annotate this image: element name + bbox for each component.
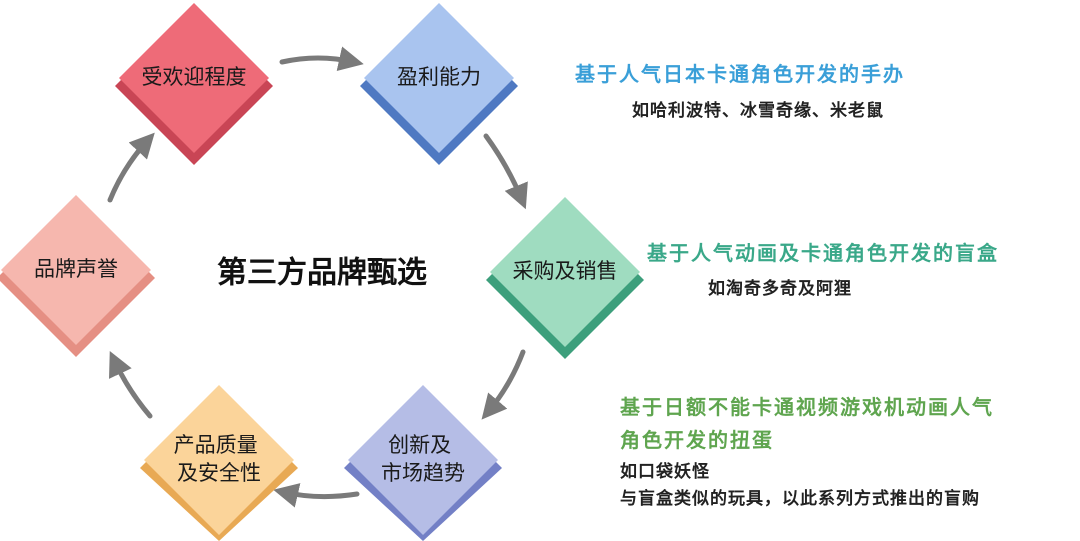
node-quality-safety-diamond (144, 385, 294, 535)
arrow-popularity-to-profitability (279, 46, 364, 71)
node-innovation-trends-label: 创新及 市场趋势 (381, 433, 465, 485)
description-2-detail: 如淘奇多奇及阿狸 (708, 274, 852, 299)
arrow-procurement-to-innovation (481, 349, 526, 420)
description-1-detail: 如哈利波特、冰雪奇缘、米老鼠 (632, 96, 884, 121)
description-2-detail-line: 如淘奇多奇及阿狸 (708, 279, 852, 299)
description-3-heading-line-1: 基于日额不能卡通视频游戏机动画人气 (620, 395, 994, 419)
node-quality-safety: 产品质量 及安全性 (140, 385, 298, 541)
description-1-heading: 基于人气日本卡通角色开发的手办 (575, 58, 905, 87)
arrow-reputation-to-popularity (107, 132, 155, 203)
arrow-innovation-to-quality (273, 483, 360, 508)
node-popularity-label: 受欢迎程度 (142, 65, 247, 89)
description-2-heading: 基于人气动画及卡通角色开发的盲盒 (647, 237, 999, 266)
node-profitability-label: 盈利能力 (397, 65, 481, 89)
node-quality-safety-label: 产品质量 及安全性 (174, 433, 265, 485)
node-brand-reputation-diamond (1, 195, 151, 345)
node-innovation-trends: 创新及 市场趋势 (344, 385, 502, 541)
node-procurement-sales-diamond (490, 197, 640, 347)
node-popularity-diamond (119, 3, 269, 153)
description-3-heading-line-2: 角色开发的扭蛋 (620, 428, 774, 452)
arrow-profitability-to-procurement (483, 133, 528, 210)
description-3-detail: 如口袋妖怪 与盲盒类似的玩具，以此系列方式推出的盲购 (620, 459, 980, 513)
description-3-heading: 基于日额不能卡通视频游戏机动画人气 角色开发的扭蛋 (620, 391, 994, 457)
node-profitability-diamond (364, 3, 514, 153)
node-procurement-sales-label: 采购及销售 (513, 259, 618, 283)
description-1-detail-line: 如哈利波特、冰雪奇缘、米老鼠 (632, 101, 884, 121)
center-title: 第三方品牌甄选 (217, 256, 427, 291)
node-profitability: 盈利能力 (360, 3, 518, 165)
node-brand-reputation: 品牌声誉 (0, 195, 155, 357)
description-3-detail-line-2: 与盲盒类似的玩具，以此系列方式推出的盲购 (620, 489, 980, 509)
description-3-detail-line-1: 如口袋妖怪 (620, 462, 710, 482)
node-popularity: 受欢迎程度 (115, 3, 273, 165)
arrow-quality-to-reputation (109, 350, 153, 419)
cycle-arrows (107, 46, 528, 508)
node-brand-reputation-label: 品牌声誉 (34, 257, 118, 281)
description-1-heading-line: 基于人气日本卡通角色开发的手办 (575, 62, 905, 86)
description-2-heading-line: 基于人气动画及卡通角色开发的盲盒 (647, 241, 999, 265)
node-innovation-trends-diamond (348, 385, 498, 535)
node-procurement-sales: 采购及销售 (486, 197, 644, 359)
